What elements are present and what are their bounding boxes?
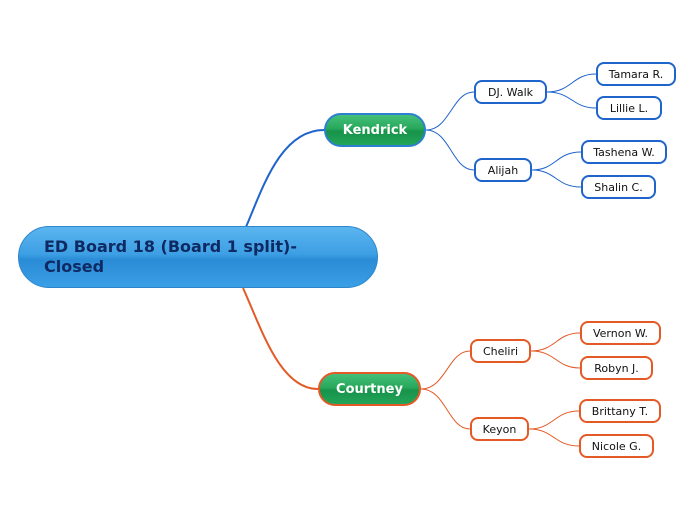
leaf-shalin-label: Shalin C. [594, 180, 643, 194]
link-kendrick-djwalk [425, 91, 475, 131]
leaf-brittany-label: Brittany T. [591, 404, 649, 418]
leaf-nicole-label: Nicole G. [591, 439, 642, 453]
link-djwalk-lillie [546, 91, 597, 109]
leaf-robyn-label: Robyn J. [594, 361, 639, 375]
leaf-tamara[interactable]: Tamara R. [596, 62, 676, 86]
leaf-vernon-label: Vernon W. [592, 326, 649, 340]
leaf-tashena[interactable]: Tashena W. [581, 140, 667, 164]
link-cheliri-vernon [530, 332, 581, 352]
leaf-lillie-label: Lillie L. [609, 101, 649, 115]
link-kendrick-alijah [425, 129, 475, 171]
link-root-courtney [242, 287, 319, 390]
link-keyon-brittany [528, 410, 580, 430]
link-alijah-tashena [531, 151, 582, 171]
leaf-nicole[interactable]: Nicole G. [579, 434, 654, 458]
leaf-lillie[interactable]: Lillie L. [596, 96, 662, 120]
leaf-tashena-label: Tashena W. [593, 145, 655, 159]
subtopic-alijah-label: Alijah [487, 163, 519, 177]
leaf-tamara-label: Tamara R. [608, 67, 664, 81]
subtopic-alijah[interactable]: Alijah [474, 158, 532, 182]
topic-courtney-label: Courtney [336, 381, 403, 397]
topic-kendrick[interactable]: Kendrick [324, 113, 426, 147]
link-keyon-nicole [528, 428, 580, 447]
link-djwalk-tamara [546, 73, 597, 93]
leaf-brittany[interactable]: Brittany T. [579, 399, 661, 423]
root-topic-label: ED Board 18 (Board 1 split)-Closed [44, 237, 297, 276]
link-courtney-keyon [420, 388, 471, 430]
subtopic-djwalk[interactable]: DJ. Walk [474, 80, 547, 104]
topic-kendrick-label: Kendrick [342, 122, 408, 138]
leaf-vernon[interactable]: Vernon W. [580, 321, 661, 345]
subtopic-djwalk-label: DJ. Walk [487, 85, 534, 99]
subtopic-keyon-label: Keyon [482, 422, 517, 436]
root-topic[interactable]: ED Board 18 (Board 1 split)-Closed [18, 226, 378, 288]
link-courtney-cheliri [420, 350, 471, 390]
link-cheliri-robyn [530, 350, 581, 369]
leaf-shalin[interactable]: Shalin C. [581, 175, 656, 199]
topic-courtney[interactable]: Courtney [318, 372, 421, 406]
subtopic-cheliri[interactable]: Cheliri [470, 339, 531, 363]
link-alijah-shalin [531, 169, 582, 188]
leaf-robyn[interactable]: Robyn J. [580, 356, 653, 380]
link-root-kendrick [245, 129, 325, 228]
subtopic-keyon[interactable]: Keyon [470, 417, 529, 441]
subtopic-cheliri-label: Cheliri [482, 344, 519, 358]
